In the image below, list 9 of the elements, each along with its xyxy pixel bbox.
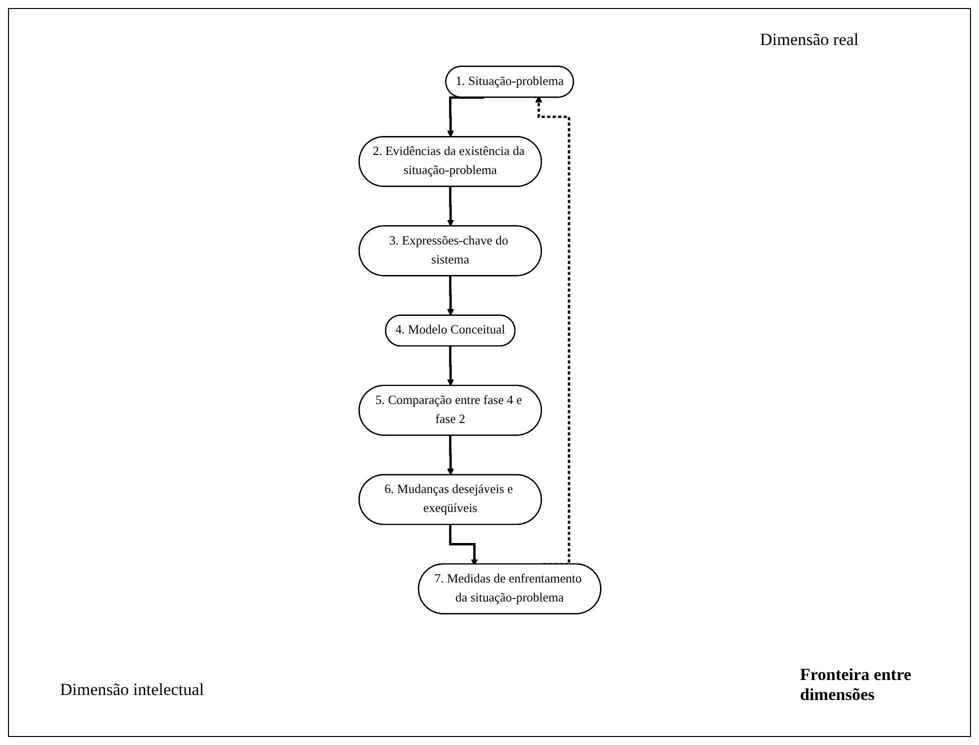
arrow: [447, 274, 454, 316]
arrow: [535, 96, 570, 566]
arrow: [447, 345, 454, 386]
arrow: [447, 96, 484, 138]
region-label: Dimensão intelectual: [60, 680, 204, 700]
arrow: [447, 186, 454, 227]
region-label: Dimensão real: [760, 30, 859, 50]
arrow: [447, 434, 454, 476]
boundary-label: Fronteira entre dimensões: [800, 665, 912, 705]
